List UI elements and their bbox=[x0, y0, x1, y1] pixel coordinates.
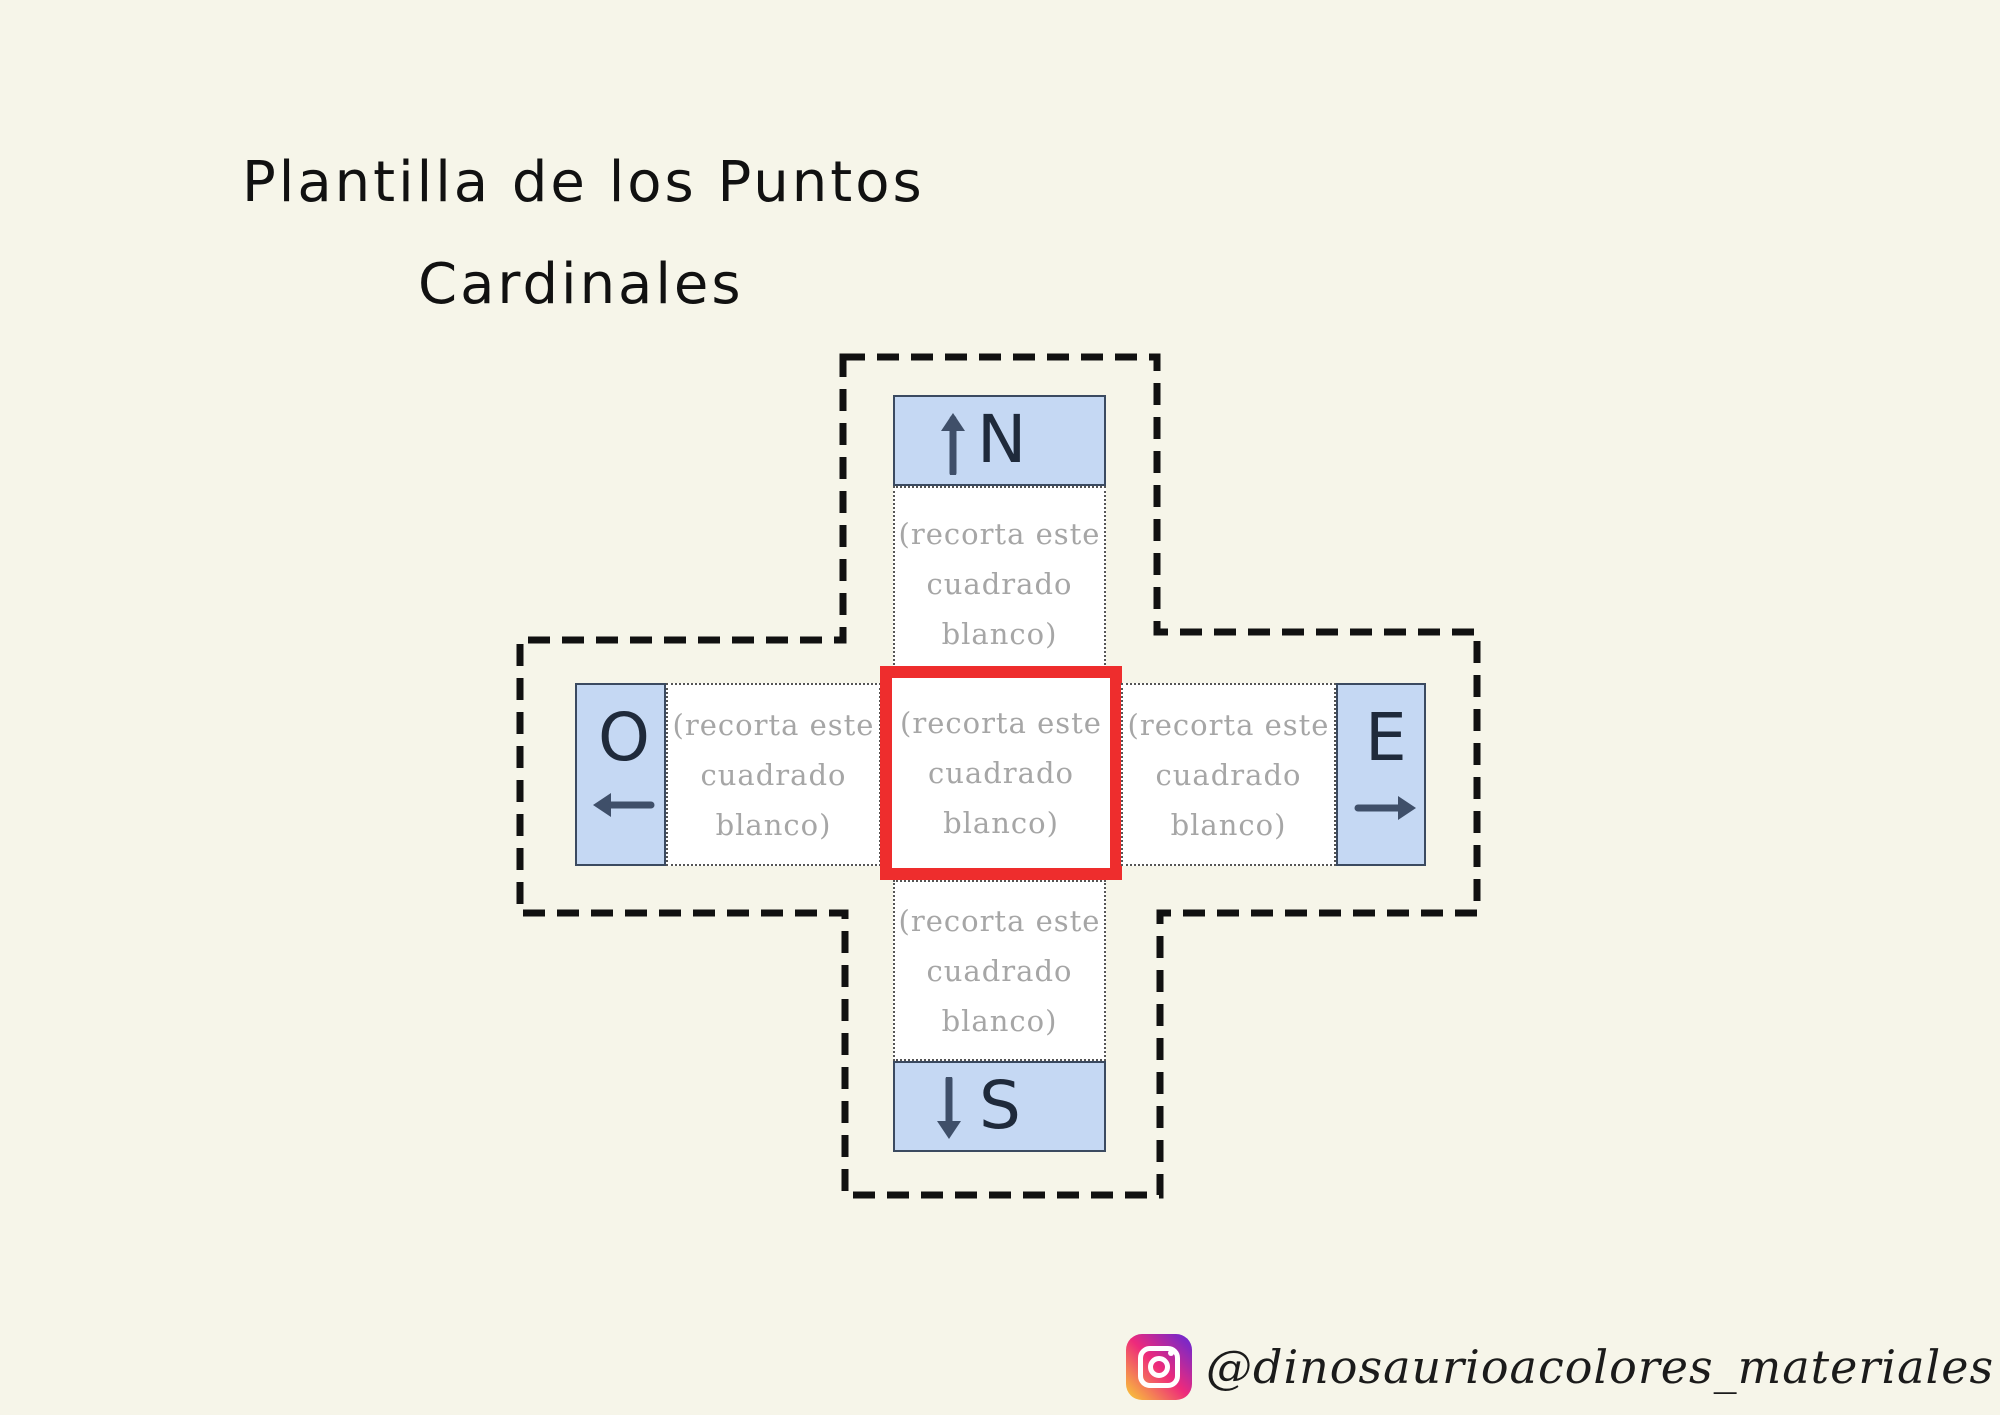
arrow-down-icon bbox=[937, 1077, 961, 1139]
arrow-left-icon bbox=[593, 793, 655, 817]
arrow-up-icon bbox=[941, 413, 965, 475]
cut-line-path bbox=[516, 353, 1481, 1199]
south-letter: S bbox=[979, 1067, 1021, 1144]
instagram-icon-dot bbox=[1168, 1350, 1174, 1356]
cut-square-west: (recorta este cuadrado blanco) bbox=[666, 683, 881, 866]
cut-square-label: (recorta este cuadrado blanco) bbox=[1127, 707, 1330, 842]
instagram-icon-frame bbox=[1138, 1346, 1180, 1388]
page-title-line-1: Plantilla de los Puntos bbox=[242, 150, 925, 215]
west-letter: O bbox=[598, 699, 650, 776]
east-tab: E bbox=[1336, 683, 1426, 866]
west-tab: O bbox=[575, 683, 666, 866]
footer: @dinosaurioacolores_materiales bbox=[1126, 1334, 1994, 1400]
north-letter: N bbox=[977, 401, 1027, 478]
cut-square-south: (recorta este cuadrado blanco) bbox=[893, 880, 1106, 1061]
instagram-icon-lens bbox=[1148, 1356, 1170, 1378]
center-highlight-frame bbox=[880, 666, 1122, 880]
page-title-line-2: Cardinales bbox=[418, 252, 744, 317]
cut-square-label: (recorta este cuadrado blanco) bbox=[672, 707, 875, 842]
cut-square-north: (recorta este cuadrado blanco) bbox=[893, 486, 1106, 681]
north-tab: N bbox=[893, 395, 1106, 486]
instagram-icon[interactable] bbox=[1126, 1334, 1192, 1400]
south-tab: S bbox=[893, 1061, 1106, 1152]
cut-square-east: (recorta este cuadrado blanco) bbox=[1121, 683, 1336, 866]
east-letter: E bbox=[1365, 699, 1407, 776]
instagram-handle[interactable]: @dinosaurioacolores_materiales bbox=[1206, 1340, 1995, 1394]
cut-square-label: (recorta este cuadrado blanco) bbox=[900, 706, 1102, 840]
arrow-right-icon bbox=[1354, 796, 1416, 820]
cut-square-label: (recorta este cuadrado blanco) bbox=[898, 903, 1101, 1038]
cut-square-label: (recorta este cuadrado blanco) bbox=[898, 516, 1101, 651]
